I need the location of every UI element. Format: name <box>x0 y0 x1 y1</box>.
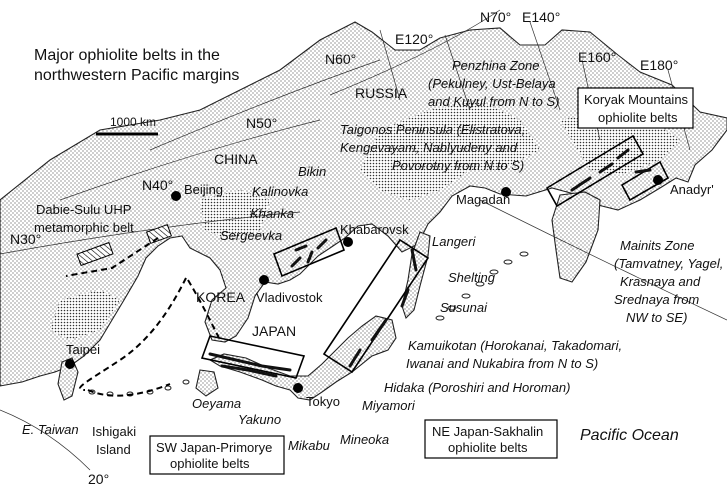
scale-label: 1000 km <box>110 115 156 129</box>
tokyo-marker <box>293 383 303 393</box>
country-korea: KOREA <box>196 289 246 305</box>
mainits-line4: Srednaya from <box>614 292 699 307</box>
taigonos-line2: Kengevayam, Nablyudeny and <box>340 140 518 155</box>
unit-oeyama: Oeyama <box>192 396 241 411</box>
city-beijing: Beijing <box>184 182 223 197</box>
beijing-marker <box>171 191 181 201</box>
landmass-taiwan <box>57 357 79 401</box>
lon-e120-label: E120° <box>395 31 433 47</box>
city-magadan: Magadan <box>456 192 510 207</box>
unit-langeri: Langeri <box>432 234 476 249</box>
sw-japan-ophiolite-box <box>200 335 306 379</box>
sulu-belt <box>145 223 173 245</box>
koryak-box-line1: Koryak Mountains <box>584 92 689 107</box>
pacific-ocean-label: Pacific Ocean <box>580 427 679 444</box>
hidaka-label: Hidaka (Poroshiri and Horoman) <box>384 380 570 395</box>
country-china: CHINA <box>214 151 258 167</box>
dabie-label-line1: Dabie-Sulu UHP <box>36 202 131 217</box>
koryak-ophiolite-box <box>545 134 670 208</box>
landmass-japan <box>208 315 397 401</box>
sw-box-line1: SW Japan-Primorye <box>156 440 272 455</box>
ne-japan-label-box <box>424 419 558 459</box>
unit-mineoka: Mineoka <box>340 432 389 447</box>
vladivostok-marker <box>259 275 269 285</box>
lat-n60-label: N60° <box>325 51 356 67</box>
kuril-islands <box>435 251 529 321</box>
suture-dashed-line-3 <box>87 383 171 397</box>
mainits-line2: (Tamvatney, Yagel, <box>614 256 723 271</box>
mainits-line1: Mainits Zone <box>620 238 694 253</box>
miyamori-label: Miyamori <box>362 398 416 413</box>
unit-mikabu: Mikabu <box>288 438 330 453</box>
unit-shelting: Shelting <box>448 270 496 285</box>
lat-n40-label: N40° <box>142 177 173 193</box>
penzhina-line2: (Pekulney, Ust-Belaya <box>428 76 556 91</box>
anadyr-marker <box>653 175 663 185</box>
lat-n30-label: N30° <box>10 231 41 247</box>
taigonos-line1: Taigonos Peninsula (Elistratova, <box>340 122 525 137</box>
city-anadyr: Anadyr' <box>670 182 714 197</box>
city-markers <box>65 175 663 393</box>
dabie-sulu-belt <box>76 241 114 267</box>
unit-bikin: Bikin <box>298 164 326 179</box>
ne-box-line2: ophiolite belts <box>448 440 528 455</box>
penzhina-line3: and Kuyul from N to S) <box>428 94 560 109</box>
sakhalin-ophiolite-box <box>322 238 430 374</box>
city-vladivostok: Vladivostok <box>256 290 323 305</box>
khabarovsk-marker <box>343 237 353 247</box>
sw-box-line2: ophiolite belts <box>170 456 250 471</box>
mainits-line5: NW to SE) <box>626 310 687 325</box>
unit-sergeevka: Sergeevka <box>220 228 282 243</box>
map-title-line1: Major ophiolite belts in the <box>34 47 220 64</box>
unit-khanka: Khanka <box>250 206 294 221</box>
penzhina-line1: Penzhina Zone <box>452 58 539 73</box>
city-tokyo: Tokyo <box>306 394 340 409</box>
kamuikotan-line1: Kamuikotan (Horokanai, Takadomari, <box>408 338 622 353</box>
lat-20-label: 20° <box>88 471 109 487</box>
ishigaki-label-line1: Ishigaki <box>92 424 136 439</box>
sw-japan-label-box <box>149 435 285 475</box>
taigonos-line3: Povorotny from N to S) <box>392 158 524 173</box>
unit-kalinovka: Kalinovka <box>252 184 308 199</box>
lat-n70-label: N70° <box>480 9 511 25</box>
unit-susunai: Susunai <box>440 300 488 315</box>
koryak-label-box <box>577 87 694 129</box>
landmass-kamchatka <box>551 191 601 283</box>
suture-dashed-line-2 <box>187 279 221 341</box>
suture-dashed-line <box>65 237 187 391</box>
kamuikotan-line2: Iwanai and Nukabira from N to S) <box>406 356 598 371</box>
primorye-ophiolite-box <box>272 226 346 278</box>
lon-e180-label: E180° <box>640 57 678 73</box>
ne-box-line1: NE Japan-Sakhalin <box>432 424 543 439</box>
lat-n50-label: N50° <box>246 115 277 131</box>
ishigaki-label-line2: Island <box>96 442 131 457</box>
country-japan: JAPAN <box>252 323 296 339</box>
city-khabarovsk: Khabarovsk <box>340 222 409 237</box>
taipei-marker <box>65 359 75 369</box>
magadan-marker <box>501 187 511 197</box>
country-russia: RUSSIA <box>355 85 408 101</box>
city-taipei: Taipei <box>66 342 100 357</box>
koryak-box-line2: ophiolite belts <box>598 110 678 125</box>
landmass-kyushu <box>195 369 219 397</box>
e-taiwan-label: E. Taiwan <box>22 422 79 437</box>
map-title-line2: northwestern Pacific margins <box>34 67 239 84</box>
mainits-line3: Krasnaya and <box>620 274 701 289</box>
lon-e160-label: E160° <box>578 49 616 65</box>
lon-e140-label: E140° <box>522 9 560 25</box>
dabie-label-line2: metamorphic belt <box>34 220 134 235</box>
unit-yakuno: Yakuno <box>238 412 281 427</box>
